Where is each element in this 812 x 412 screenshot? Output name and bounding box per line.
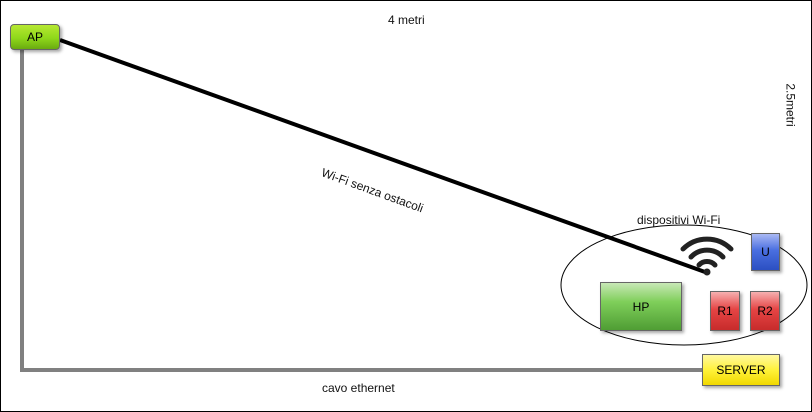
hp-device: HP [600,282,682,331]
ap-node: AP [10,24,60,50]
wifi-link-line [59,38,706,274]
wifi-icon [680,236,734,276]
r2-device: R2 [750,291,780,331]
server-node: SERVER [702,354,780,386]
u-device: U [751,233,780,271]
height-label: 2.5metri [783,83,798,127]
group-label: dispositivi Wi-Fi [637,213,721,227]
ethernet-cable [20,40,702,372]
wifi-devices-group [560,224,808,346]
width-label: 4 metri [388,13,425,27]
r1-device: R1 [710,291,740,331]
cable-label: cavo ethernet [322,381,395,395]
